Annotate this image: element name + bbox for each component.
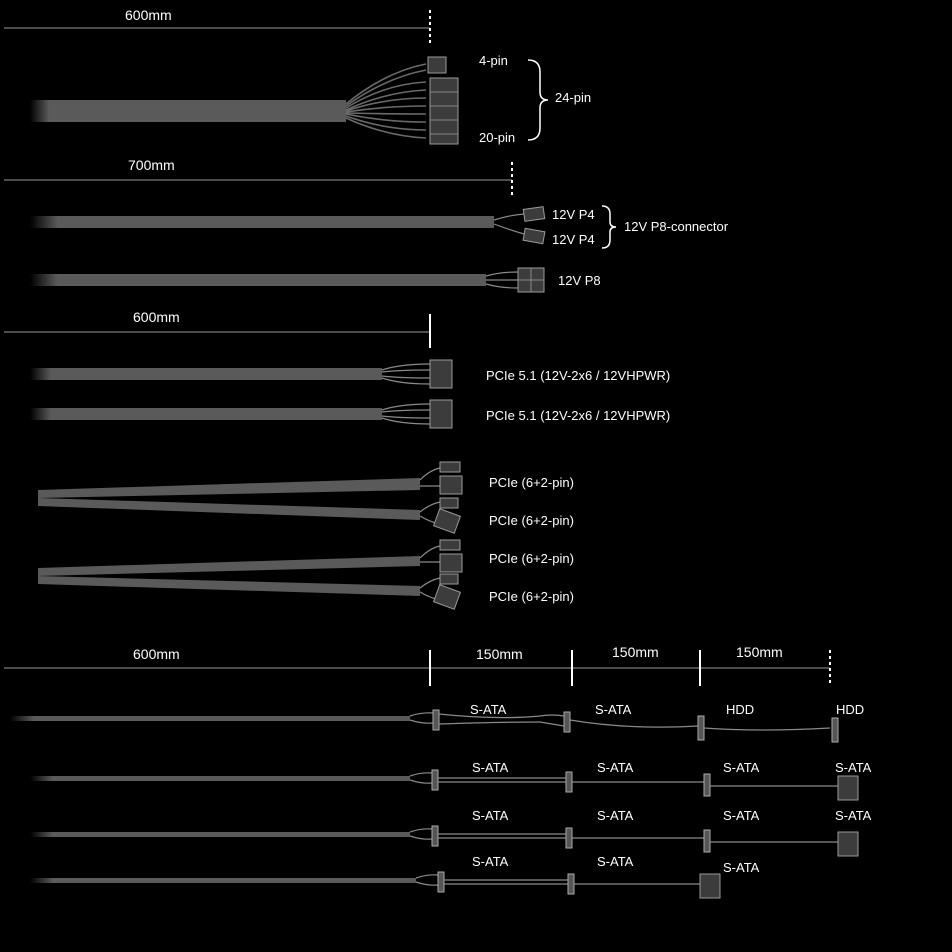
sata-r2-label-3: S-ATA bbox=[723, 760, 760, 775]
sata-row-2: S-ATA S-ATA S-ATA S-ATA bbox=[30, 760, 872, 801]
sata-r3-label-1: S-ATA bbox=[472, 808, 509, 823]
pcie62-connector-3-small bbox=[439, 539, 461, 551]
atx-cable-sleeve bbox=[30, 100, 346, 122]
pcie62-label-2: PCIe (6+2-pin) bbox=[489, 513, 574, 528]
pcie62-connector-4 bbox=[432, 584, 462, 610]
sata-r2-label-4: S-ATA bbox=[835, 760, 872, 775]
cpu-p8-group-label: 12V P8-connector bbox=[624, 219, 729, 234]
sata-row-1: S-ATA S-ATA HDD HDD bbox=[10, 702, 864, 743]
sata-r3-connector-4 bbox=[837, 831, 859, 857]
cpu-p4-connector-a bbox=[522, 206, 546, 222]
sata-dimension-seg1: 150mm bbox=[476, 646, 523, 662]
pcie62-connector-4-small bbox=[439, 573, 459, 585]
cpu-section: 700mm 12V P4 12V P4 12V P8-connector 12V… bbox=[4, 157, 729, 293]
sata-r4-label-3: S-ATA bbox=[723, 860, 760, 875]
pcie5-cable-2 bbox=[30, 408, 382, 420]
pcie62-connector-2-small bbox=[439, 497, 459, 509]
pcie62-connector-2 bbox=[432, 508, 462, 534]
pcie-section: 600mm PCIe 5.1 (12V-2x6 / 12VHPWR) PCIe … bbox=[4, 309, 670, 610]
pcie-dimension-label: 600mm bbox=[133, 309, 180, 325]
pcie5-connector-2 bbox=[429, 399, 453, 429]
sata-r2-connector-2 bbox=[565, 771, 573, 793]
sata-r3-label-2: S-ATA bbox=[597, 808, 634, 823]
atx-20pin-connector bbox=[429, 77, 459, 145]
sata-r4-label-1: S-ATA bbox=[472, 854, 509, 869]
atx-dimension-label: 600mm bbox=[125, 7, 172, 23]
sata-dimension-seg2: 150mm bbox=[612, 644, 659, 660]
sata-r4-connector-2 bbox=[567, 873, 575, 895]
sata-r1-label-3: HDD bbox=[726, 702, 754, 717]
atx-24pin-label: 24-pin bbox=[555, 90, 591, 105]
sata-r3-connector-1 bbox=[431, 825, 439, 847]
sata-dimension-main: 600mm bbox=[133, 646, 180, 662]
pcie62-cable-2 bbox=[38, 498, 420, 520]
sata-row-4: S-ATA S-ATA S-ATA bbox=[30, 854, 760, 899]
sata-r1-label-2: S-ATA bbox=[595, 702, 632, 717]
sata-r2-connector-4 bbox=[837, 775, 859, 801]
pcie62-connector-3 bbox=[439, 553, 463, 573]
pcie62-cable-3 bbox=[38, 556, 420, 576]
pcie5-label-1: PCIe 5.1 (12V-2x6 / 12VHPWR) bbox=[486, 368, 670, 383]
cpu-p4-label-b: 12V P4 bbox=[552, 232, 595, 247]
pcie62-label-3: PCIe (6+2-pin) bbox=[489, 551, 574, 566]
atx-20pin-label: 20-pin bbox=[479, 130, 515, 145]
cpu-dimension-label: 700mm bbox=[128, 157, 175, 173]
cpu-p4-cable bbox=[30, 216, 494, 228]
sata-r1-connector-2 bbox=[563, 711, 571, 733]
pcie62-label-4: PCIe (6+2-pin) bbox=[489, 589, 574, 604]
atx-section: 600mm 4-pin 20-pin 24-pin bbox=[4, 7, 591, 145]
sata-r1-connector-3 bbox=[697, 715, 705, 741]
pcie62-connector-1-small bbox=[439, 461, 461, 473]
sata-r3-label-4: S-ATA bbox=[835, 808, 872, 823]
pcie62-cable-1 bbox=[38, 478, 420, 498]
sata-r4-connector-3 bbox=[699, 873, 721, 899]
cpu-p8-cable bbox=[30, 274, 486, 286]
cpu-p8-brace bbox=[601, 205, 617, 249]
sata-section: 600mm 150mm 150mm 150mm S-ATA S-ATA HDD … bbox=[4, 644, 872, 899]
cpu-p4-label-a: 12V P4 bbox=[552, 207, 595, 222]
cpu-p4-connector-b bbox=[522, 227, 546, 245]
sata-r4-connector-1 bbox=[437, 871, 445, 893]
atx-4pin-connector bbox=[427, 56, 447, 74]
pcie62-connector-1 bbox=[439, 475, 463, 495]
sata-r1-label-1: S-ATA bbox=[470, 702, 507, 717]
sata-r1-connector-4 bbox=[831, 717, 839, 743]
sata-r2-label-2: S-ATA bbox=[597, 760, 634, 775]
pcie5-connector-1 bbox=[429, 359, 453, 389]
sata-r3-label-3: S-ATA bbox=[723, 808, 760, 823]
sata-r2-connector-3 bbox=[703, 773, 711, 797]
sata-r1-connector-1 bbox=[432, 709, 440, 731]
pcie62-cable-4 bbox=[38, 576, 420, 596]
cpu-p8-label: 12V P8 bbox=[558, 273, 601, 288]
sata-r3-connector-3 bbox=[703, 829, 711, 853]
atx-wire-fan bbox=[345, 63, 427, 139]
pcie62-label-1: PCIe (6+2-pin) bbox=[489, 475, 574, 490]
atx-brace bbox=[527, 59, 549, 141]
sata-r2-connector-1 bbox=[431, 769, 439, 791]
pcie5-cable-1 bbox=[30, 368, 382, 380]
sata-r2-label-1: S-ATA bbox=[472, 760, 509, 775]
sata-r3-connector-2 bbox=[565, 827, 573, 849]
sata-r1-label-4: HDD bbox=[836, 702, 864, 717]
atx-4pin-label: 4-pin bbox=[479, 53, 508, 68]
sata-dimension-seg3: 150mm bbox=[736, 644, 783, 660]
sata-r4-label-2: S-ATA bbox=[597, 854, 634, 869]
pcie5-label-2: PCIe 5.1 (12V-2x6 / 12VHPWR) bbox=[486, 408, 670, 423]
sata-row-3: S-ATA S-ATA S-ATA S-ATA bbox=[30, 808, 872, 857]
